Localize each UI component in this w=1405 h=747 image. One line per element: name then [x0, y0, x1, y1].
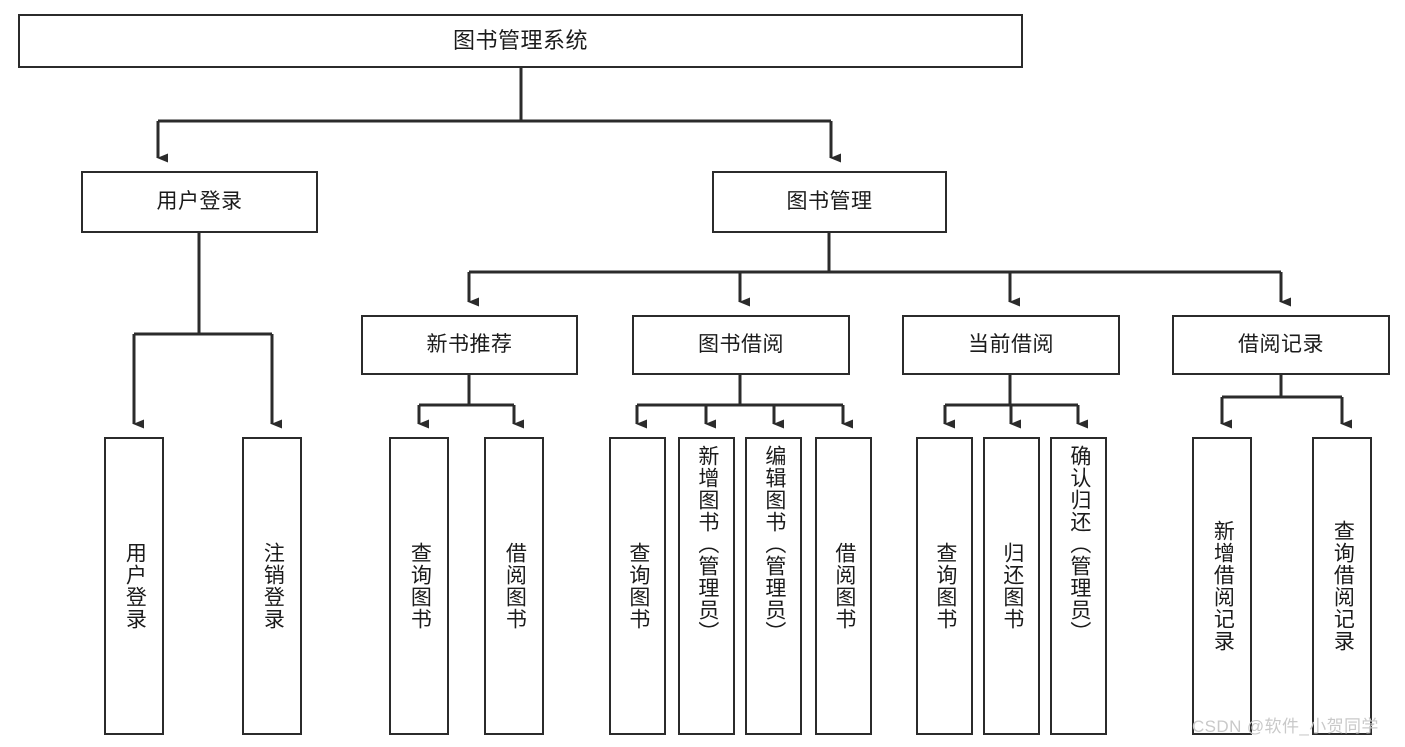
node-label: 编辑图书（管理员）	[762, 445, 786, 643]
node-label: 用户登录	[156, 190, 243, 214]
node-label: 图书管理	[786, 190, 873, 214]
node-new-book-recommend[interactable]: 新书推荐	[361, 315, 578, 375]
leaf-return-book[interactable]: 归还图书	[983, 437, 1040, 735]
node-label: 新增图书（管理员）	[695, 445, 719, 643]
node-label: 查询图书	[626, 542, 650, 630]
leaf-borrow-query-book[interactable]: 查询图书	[609, 437, 666, 735]
node-label: 用户登录	[123, 542, 147, 630]
node-label: 图书管理系统	[452, 27, 588, 53]
node-label: 新书推荐	[426, 333, 513, 357]
node-label: 当前借阅	[968, 333, 1054, 357]
node-label: 查询借阅记录	[1331, 520, 1355, 652]
node-label: 借阅记录	[1238, 333, 1324, 357]
node-label: 归还图书	[1000, 542, 1024, 630]
node-book-borrow[interactable]: 图书借阅	[632, 315, 850, 375]
leaf-add-book-admin[interactable]: 新增图书（管理员）	[678, 437, 735, 735]
node-label: 借阅图书	[832, 542, 856, 630]
node-current-borrow[interactable]: 当前借阅	[902, 315, 1120, 375]
leaf-query-borrow-record[interactable]: 查询借阅记录	[1312, 437, 1372, 735]
node-root-system[interactable]: 图书管理系统	[18, 14, 1023, 68]
leaf-borrow-book[interactable]: 借阅图书	[815, 437, 872, 735]
csdn-watermark: CSDN @软件_小贺同学	[1192, 717, 1379, 736]
node-label: 注销登录	[261, 542, 285, 630]
leaf-new-book-borrow[interactable]: 借阅图书	[484, 437, 544, 735]
node-label: 确认归还（管理员）	[1067, 445, 1091, 643]
leaf-new-book-query[interactable]: 查询图书	[389, 437, 449, 735]
leaf-confirm-return-admin[interactable]: 确认归还（管理员）	[1050, 437, 1107, 735]
leaf-add-borrow-record[interactable]: 新增借阅记录	[1192, 437, 1252, 735]
node-label: 新增借阅记录	[1211, 520, 1235, 652]
node-label: 借阅图书	[503, 542, 527, 630]
leaf-user-login[interactable]: 用户登录	[104, 437, 164, 735]
node-label: 查询图书	[408, 542, 432, 630]
node-borrow-record[interactable]: 借阅记录	[1172, 315, 1390, 375]
node-label: 查询图书	[933, 542, 957, 630]
leaf-edit-book-admin[interactable]: 编辑图书（管理员）	[745, 437, 802, 735]
node-user-login[interactable]: 用户登录	[81, 171, 318, 233]
node-book-management[interactable]: 图书管理	[712, 171, 947, 233]
leaf-logout[interactable]: 注销登录	[242, 437, 302, 735]
node-label: 图书借阅	[698, 333, 784, 357]
leaf-current-query-book[interactable]: 查询图书	[916, 437, 973, 735]
